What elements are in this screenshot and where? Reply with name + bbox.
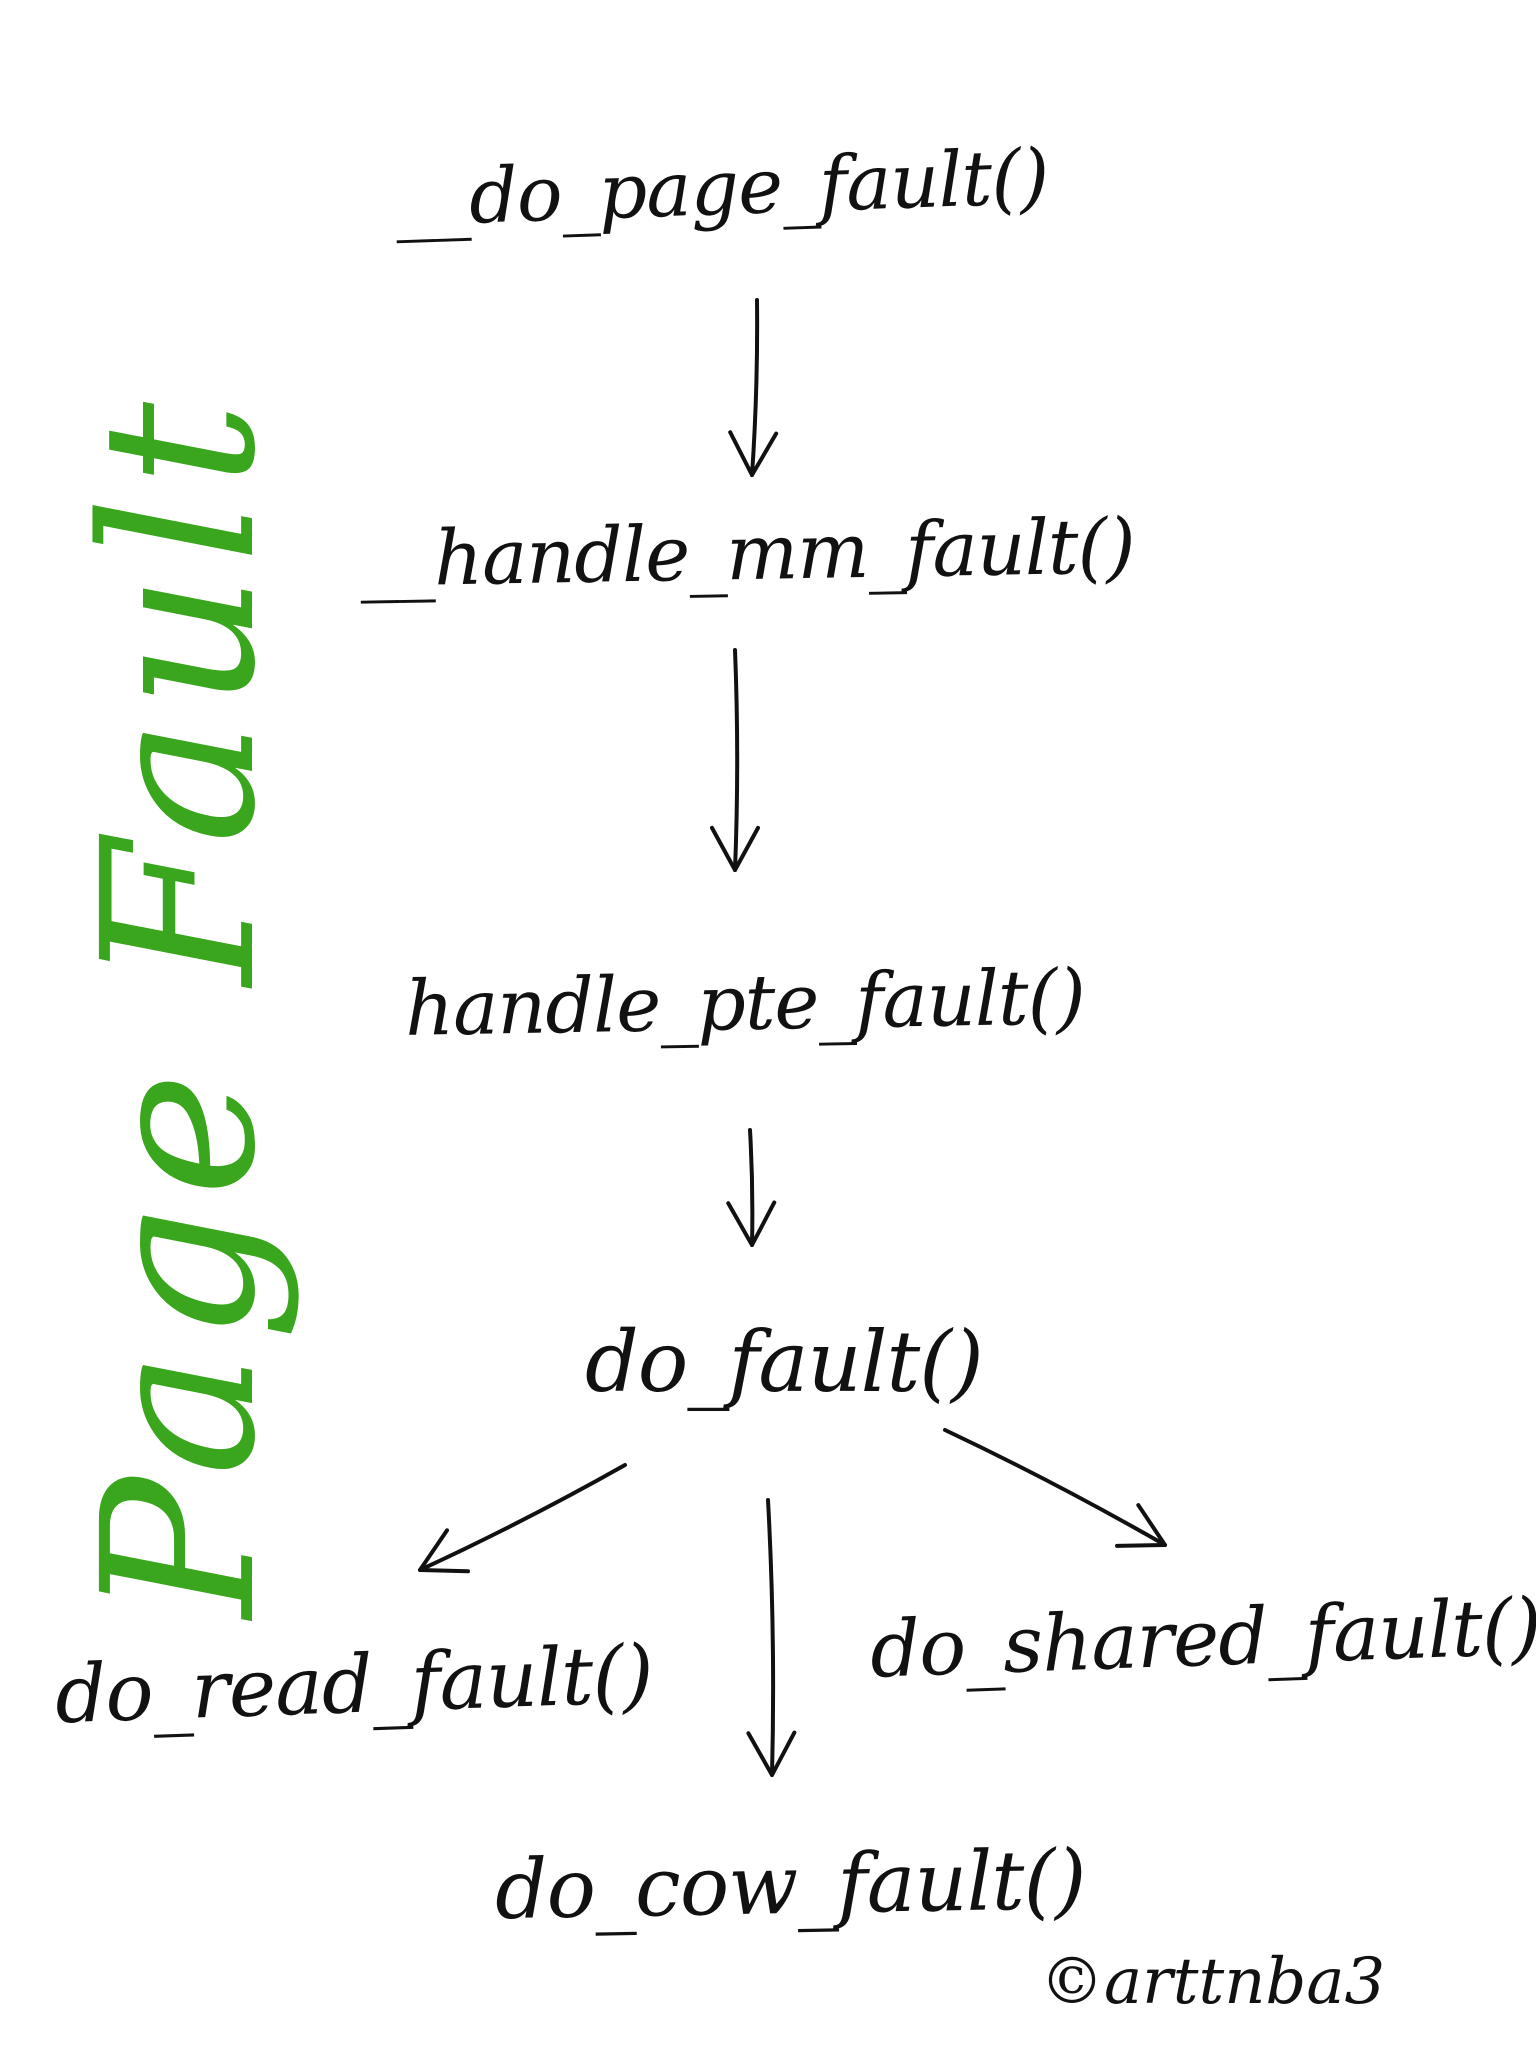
arrowhead-do-fault-to-do-cow-fault	[746, 1730, 797, 1777]
node-do-read-fault: do_read_fault()	[53, 1627, 655, 1742]
node-do-cow-fault: do_cow_fault()	[494, 1832, 1087, 1939]
author-credit: ©arttnba3	[1040, 1945, 1386, 2019]
arrow-handle-pte-fault-to-do-fault	[748, 1128, 755, 1247]
arrowhead-do-fault-to-do-shared-fault	[1115, 1503, 1167, 1548]
arrowhead-handle-mm-fault-to-handle-pte-fault	[709, 825, 761, 872]
arrow-do-fault-to-do-read-fault	[418, 1463, 627, 1572]
arrow-do-fault-to-do-cow-fault	[766, 1498, 776, 1777]
node-do-shared-fault: do_shared_fault()	[868, 1582, 1536, 1696]
node-handle-mm-fault: __handle_mm_fault()	[359, 501, 1136, 604]
node-handle-pte-fault: handle_pte_fault()	[404, 952, 1086, 1053]
page-fault-title: Page Fault	[57, 392, 302, 1618]
arrowhead-do-page-fault-to-handle-mm-fault	[728, 430, 779, 477]
node-do-fault: do_fault()	[585, 1313, 984, 1411]
arrowhead-handle-pte-fault-to-do-fault	[726, 1200, 777, 1247]
arrow-do-page-fault-to-handle-mm-fault	[750, 298, 760, 477]
arrow-do-fault-to-do-shared-fault	[943, 1428, 1167, 1547]
node-do-page-fault: __do_page_fault()	[393, 131, 1050, 244]
arrowhead-do-fault-to-do-read-fault	[418, 1528, 470, 1574]
arrow-handle-mm-fault-to-handle-pte-fault	[733, 648, 740, 872]
